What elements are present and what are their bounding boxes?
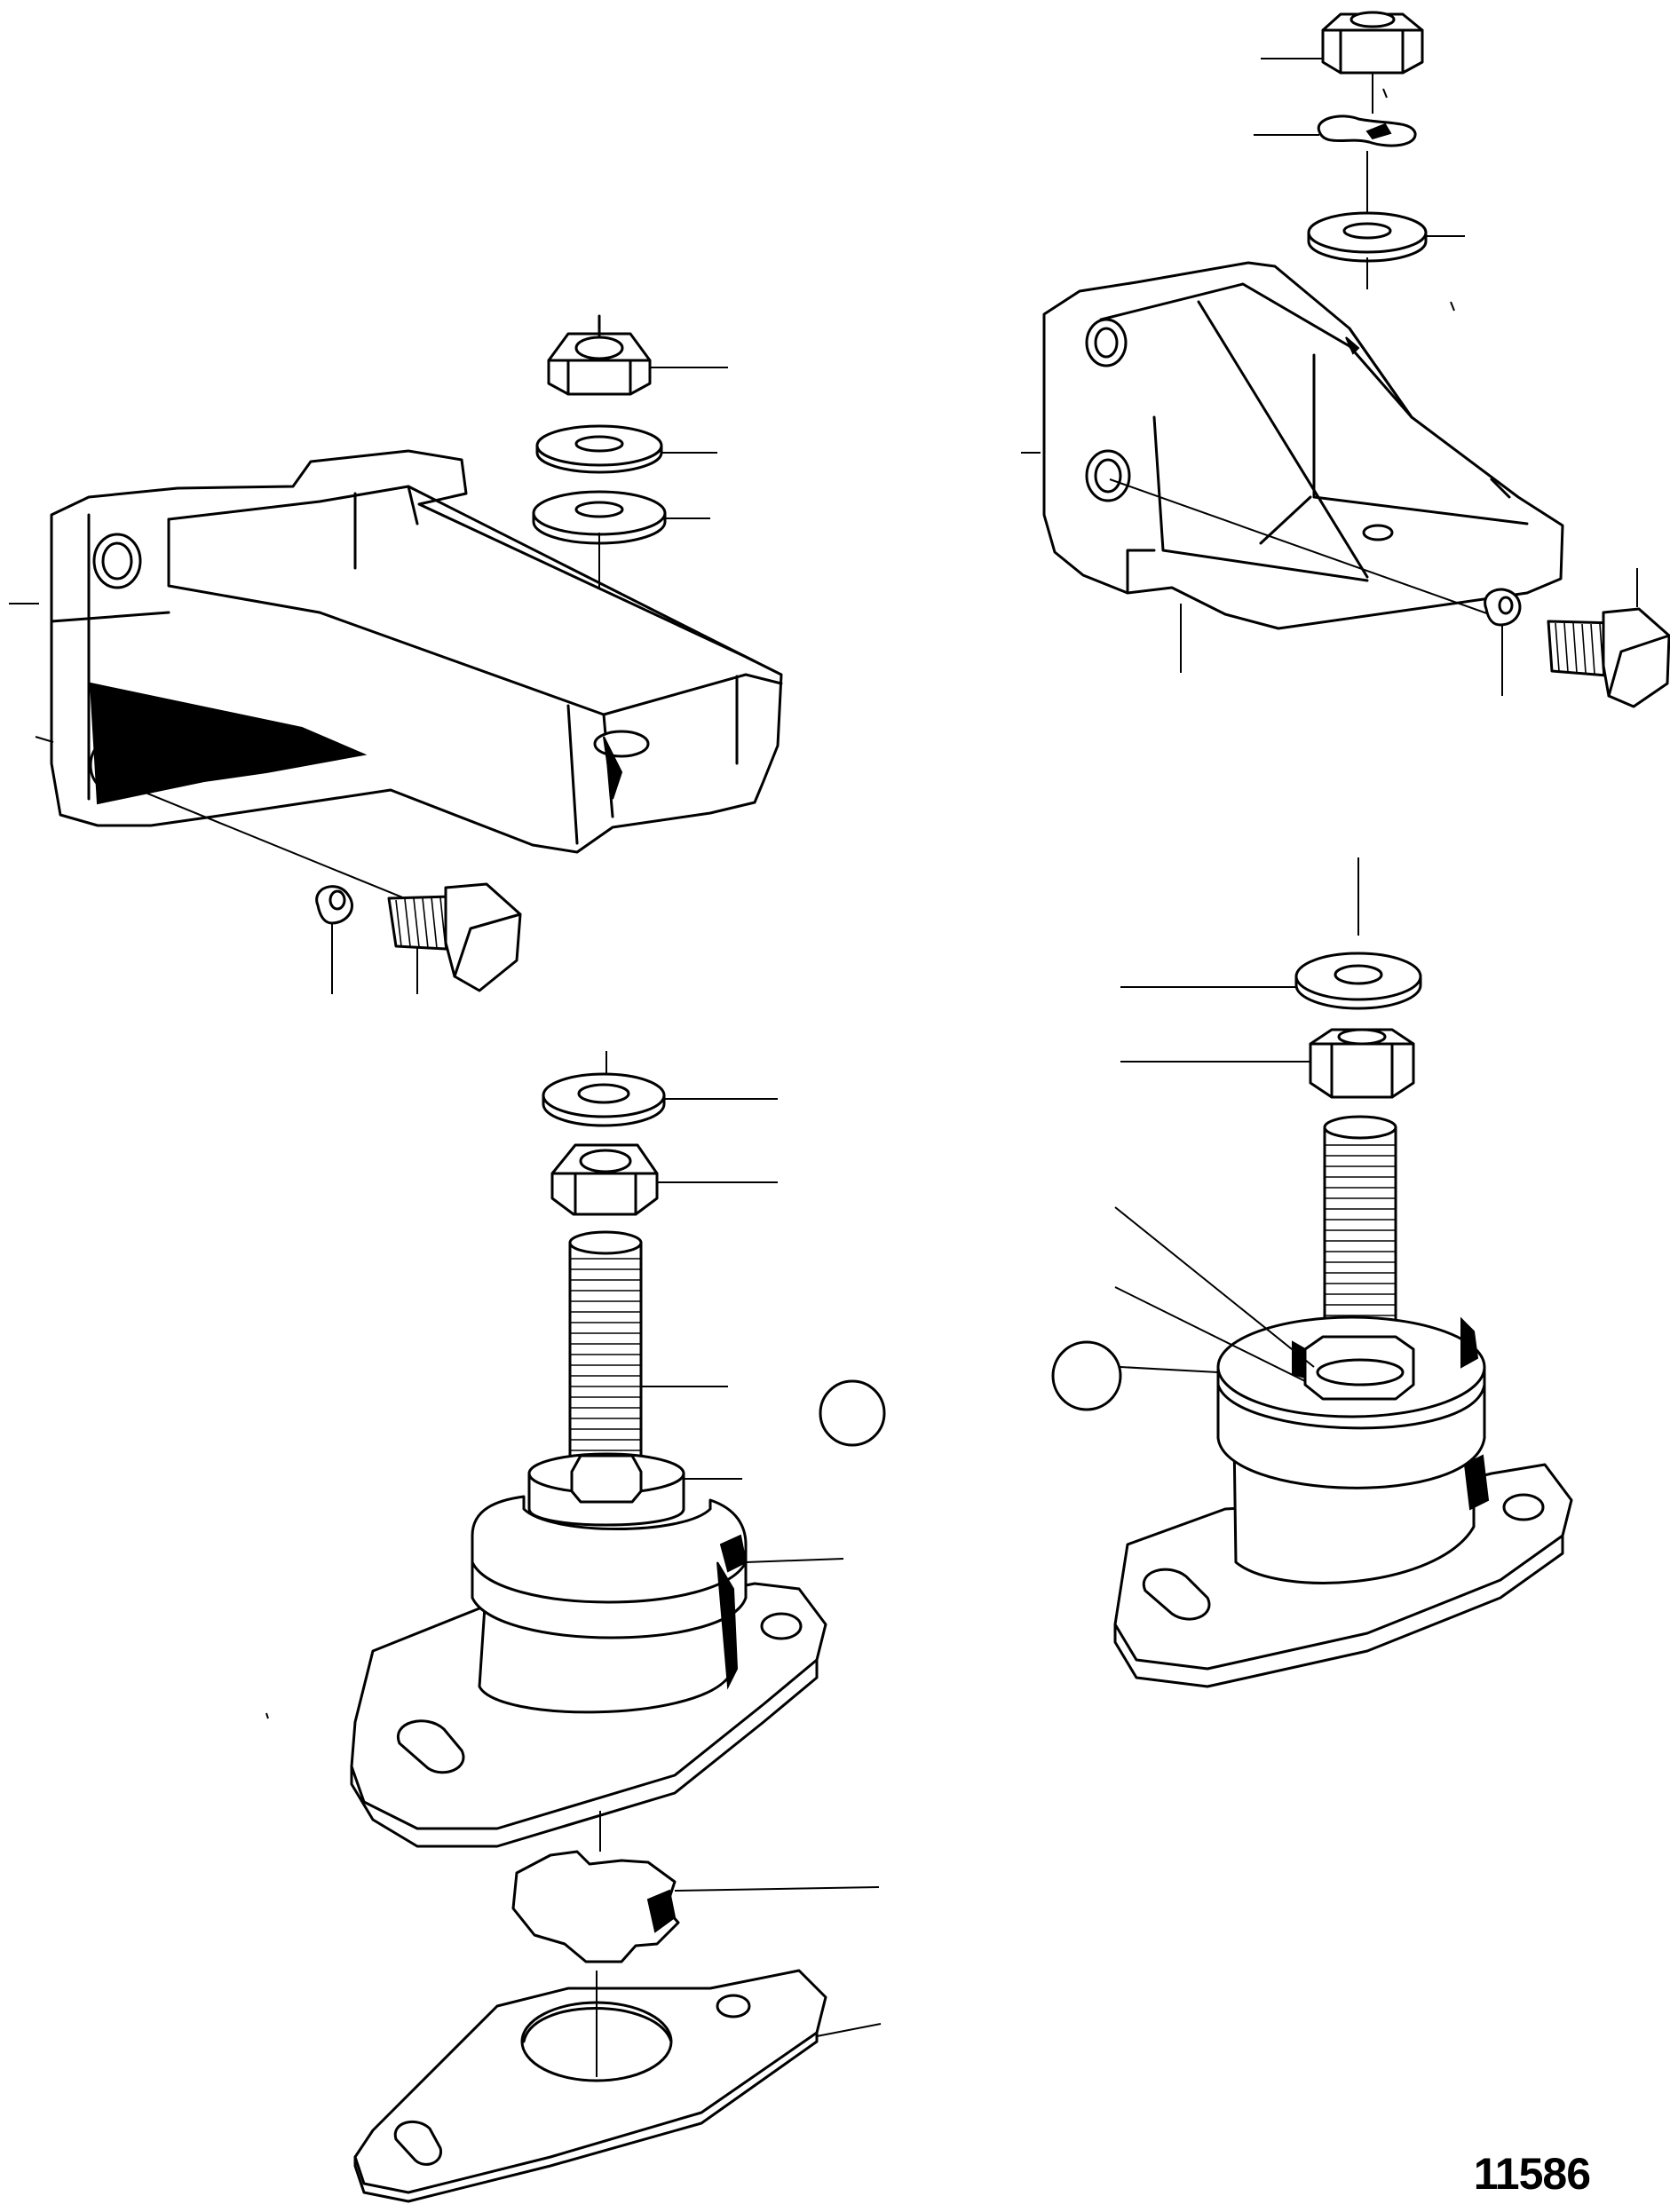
leader-line [674,1886,880,1892]
left-hex-bolt [387,882,522,994]
left-base-plate [353,1969,882,2203]
leader-line [1120,1366,1219,1373]
left-lower-nut [550,1143,778,1216]
right-engine-bracket [1021,261,1564,673]
right-callout-circle [1051,1340,1122,1411]
leader-line [816,2023,882,2037]
right-engine-mount [1113,1206,1573,1688]
left-cross-spacer [511,1811,880,1963]
leader-line [1114,1206,1315,1368]
left-washer-upper [535,424,717,474]
left-engine-bracket [9,449,783,854]
right-hex-bolt [1547,568,1670,708]
leader-line [745,1558,844,1563]
figure-number: 11586 [1473,2149,1591,2199]
left-engine-mount [350,1452,844,1848]
left-top-nut [547,314,728,396]
left-lock-washer [116,780,445,994]
right-nut [1120,1028,1415,1099]
left-threaded-stud [568,1230,728,1466]
left-washer-lower [532,490,710,545]
left-assembly [9,314,886,2203]
left-washer-mid [542,1051,778,1127]
leader-line [1114,1286,1306,1382]
right-washer-upper [1120,857,1422,1010]
right-lock-washer [1484,588,1522,696]
right-top-nut [1261,11,1424,75]
right-washer [1307,151,1465,289]
left-callout-circle [819,1379,886,1447]
right-assembly [1021,11,1670,1688]
right-spring-washer [1254,73,1417,147]
right-threaded-stud [1323,1115,1397,1351]
